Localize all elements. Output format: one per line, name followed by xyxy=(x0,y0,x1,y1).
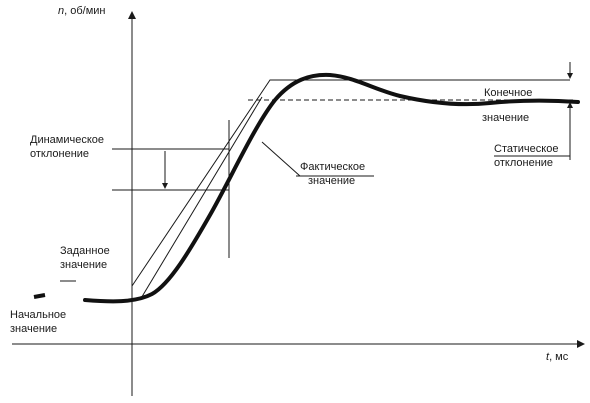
actual-value-leader xyxy=(261,141,301,177)
initial-value-marker xyxy=(33,293,46,299)
x-axis-label: t, мс xyxy=(546,351,569,363)
final-value-label: Конечное значение xyxy=(482,87,535,124)
initial-value-label: Начальное значение xyxy=(10,309,69,335)
setpoint-value-label: Заданное значение xyxy=(60,245,113,271)
setpoint-ramp-offset xyxy=(139,96,263,301)
actual-value-label: Фактическое значение xyxy=(300,161,368,187)
dynamic-deviation-label: Динамическое отклонение xyxy=(30,134,107,160)
y-axis-label: n, об/мин xyxy=(58,5,106,17)
static-deviation-label: Статическое отклонение xyxy=(494,143,562,169)
actual-value-curve xyxy=(83,72,580,304)
setpoint-trajectory xyxy=(131,79,570,287)
